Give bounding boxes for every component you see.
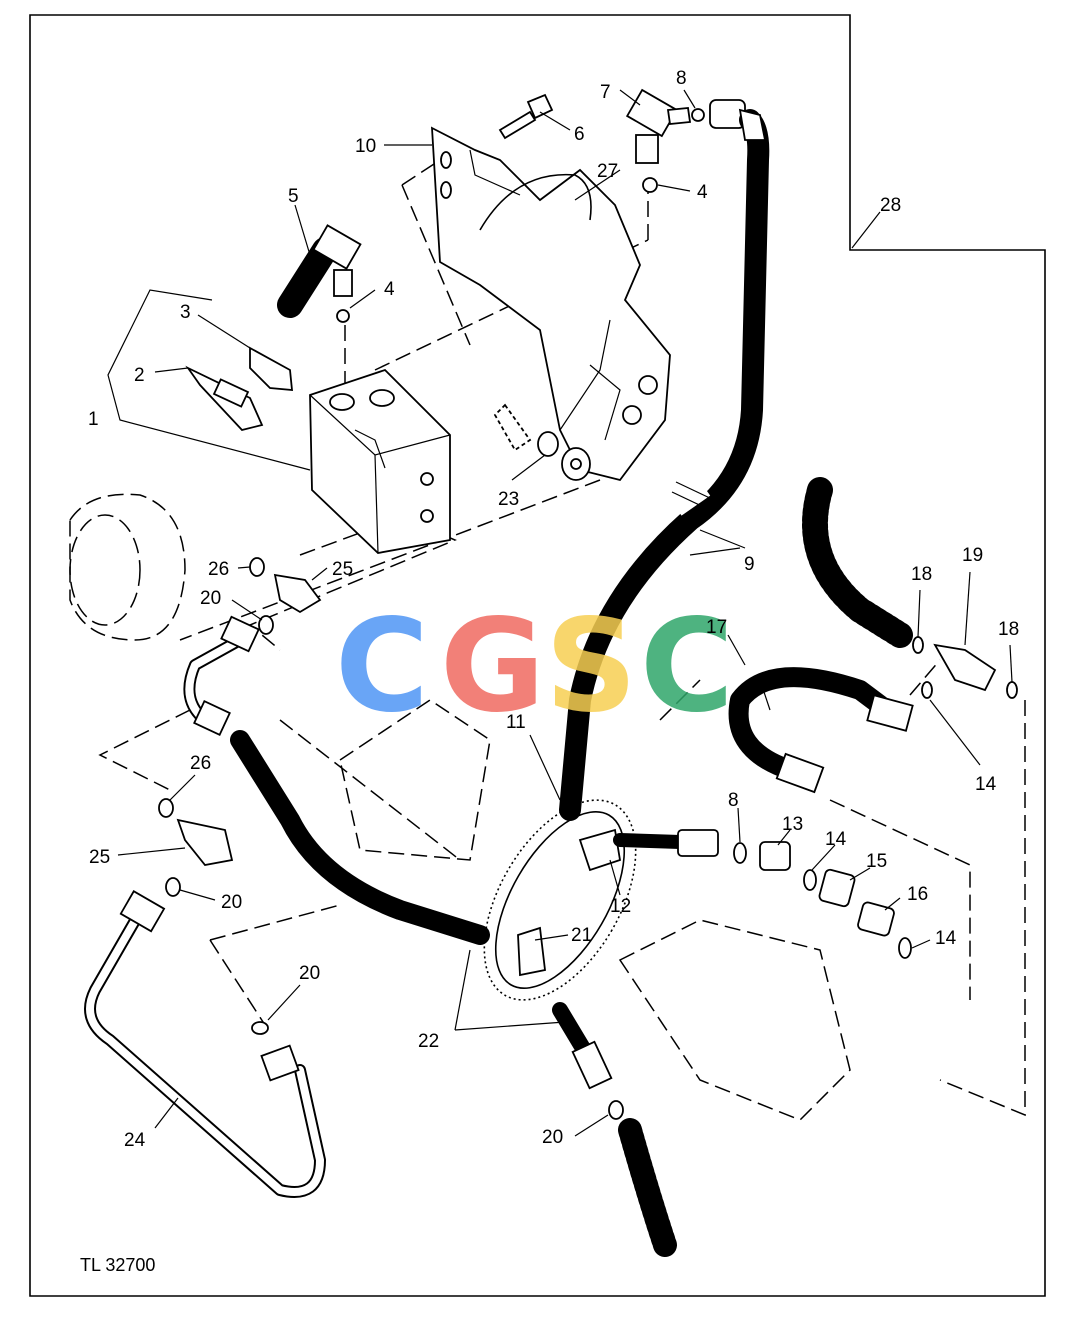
- callout-6: 6: [574, 124, 585, 145]
- axle-housing-outline: [339, 699, 851, 1121]
- ring-11: [483, 799, 637, 1001]
- callout-25: 25: [89, 847, 110, 868]
- callout-14: 14: [935, 928, 957, 949]
- callout-4: 4: [384, 279, 395, 300]
- callout-4: 4: [697, 182, 708, 203]
- hatched-hose-bottom: [608, 1100, 677, 1257]
- callout-15: 15: [866, 851, 887, 872]
- washer-20: [251, 1021, 269, 1035]
- callout-27: 27: [597, 161, 618, 182]
- elbow-fitting-25-upper: [249, 557, 322, 635]
- leader-lines: [107, 89, 1013, 1137]
- valve-block: [309, 368, 451, 554]
- callout-10: 10: [355, 136, 376, 157]
- fitting-3: [249, 346, 294, 391]
- callout-14: 14: [825, 829, 847, 850]
- callout-18: 18: [911, 564, 932, 585]
- callout-26: 26: [190, 753, 211, 774]
- callout-20: 20: [542, 1127, 563, 1148]
- watermark-letter: C: [335, 592, 429, 741]
- callout-9: 9: [744, 554, 755, 575]
- fitting-12: [578, 828, 719, 872]
- callout-11: 11: [506, 712, 526, 733]
- callout-26: 26: [208, 559, 229, 580]
- motor-outline-left: [69, 493, 186, 641]
- watermark-letter: C: [640, 592, 734, 741]
- callout-1: 1: [88, 409, 99, 430]
- callout-14: 14: [975, 774, 997, 795]
- callout-5: 5: [288, 186, 299, 207]
- hose-17: [728, 667, 914, 794]
- fittings-13-16: [733, 841, 912, 959]
- tee-fitting-19: [912, 636, 1018, 699]
- bolt-6: [498, 93, 554, 140]
- callout-20: 20: [200, 588, 221, 609]
- callout-17: 17: [706, 617, 727, 638]
- washers-23: [493, 403, 591, 481]
- callout-24: 24: [124, 1130, 146, 1151]
- tube-upper-left: [183, 615, 260, 736]
- hatched-hose-right: [802, 477, 913, 648]
- callout-20: 20: [221, 892, 242, 913]
- callout-7: 7: [600, 82, 611, 103]
- figure-id-label: TL 32700: [80, 1255, 155, 1275]
- fitting-21: [517, 926, 546, 977]
- callout-18: 18: [998, 619, 1019, 640]
- callout-13: 13: [782, 814, 803, 835]
- callout-28: 28: [880, 195, 901, 216]
- elbow-fitting-25-lower: [158, 798, 234, 897]
- callout-3: 3: [180, 302, 191, 323]
- callout-20: 20: [299, 963, 320, 984]
- callout-8: 8: [728, 790, 739, 811]
- callout-8: 8: [676, 68, 687, 89]
- fitting-2: [185, 365, 264, 432]
- hose-9: [559, 108, 770, 821]
- watermark-letter: G: [440, 592, 545, 741]
- callout-labels: 1 2 3 4 4 5 6 7 8 8 9 10 11 12 13 14 14 …: [88, 68, 1019, 1151]
- watermark-letter: S: [545, 592, 637, 741]
- watermark: C G S C: [335, 592, 734, 741]
- mounting-bracket: [431, 126, 671, 482]
- callout-12: 12: [610, 896, 631, 917]
- elbow-fitting-7: [625, 88, 746, 193]
- callout-19: 19: [962, 545, 983, 566]
- hose-5: [277, 224, 362, 323]
- callout-22: 22: [418, 1031, 439, 1052]
- callout-16: 16: [907, 884, 928, 905]
- callout-23: 23: [498, 489, 519, 510]
- callout-2: 2: [134, 365, 145, 386]
- callout-21: 21: [571, 925, 592, 946]
- tube-24: [84, 890, 326, 1198]
- callout-25: 25: [332, 559, 353, 580]
- diagram-frame: [29, 14, 1046, 1297]
- hose-22: [230, 730, 613, 1090]
